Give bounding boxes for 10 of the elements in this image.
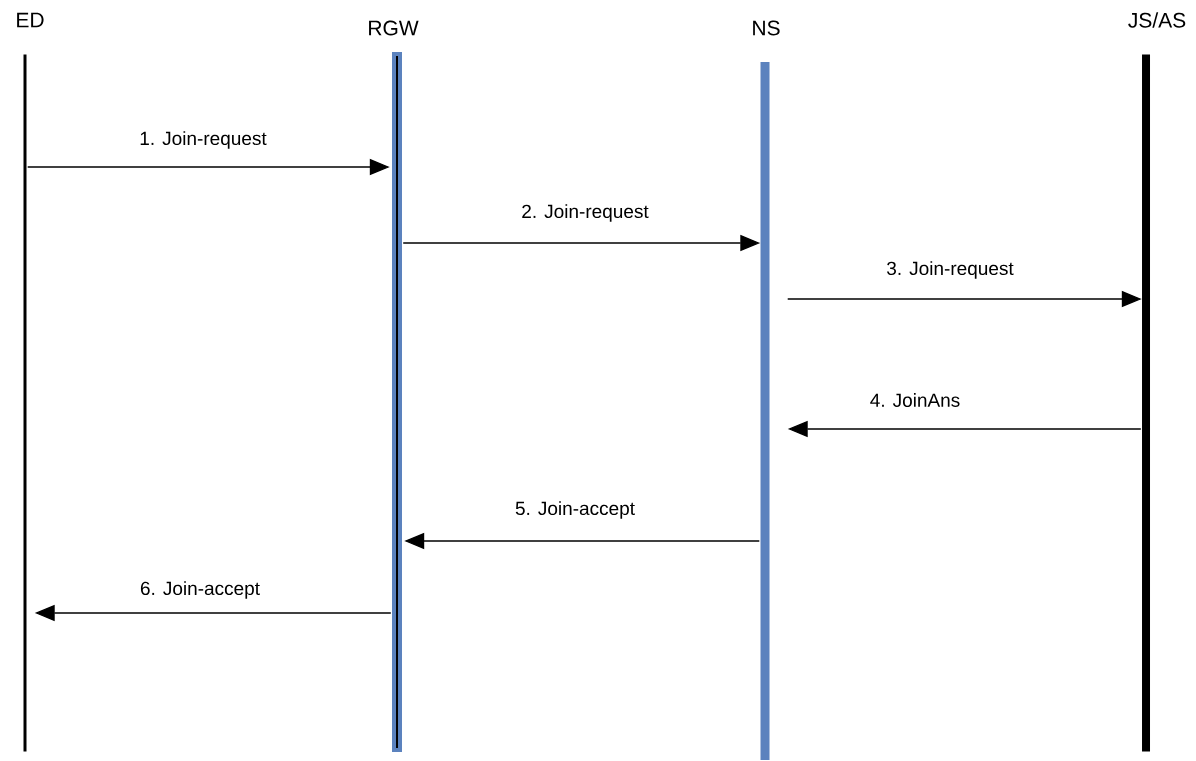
lifeline-header: ED [17, 12, 44, 28]
edge-label: 3. Join-request [885, 260, 1015, 280]
lifeline-header: JS/AS [1128, 12, 1186, 28]
lifeline-header: RGW [369, 20, 419, 36]
edge-label: 5. Join-accept [514, 500, 637, 520]
edge-label: 1. Join-request [138, 130, 268, 150]
edge-label: 4. JoinAns [868, 392, 962, 408]
edge-label: 6. Join-accept [139, 580, 262, 600]
edge-label: 2. Join-request [520, 203, 650, 223]
lifeline-header: NS [753, 20, 780, 36]
